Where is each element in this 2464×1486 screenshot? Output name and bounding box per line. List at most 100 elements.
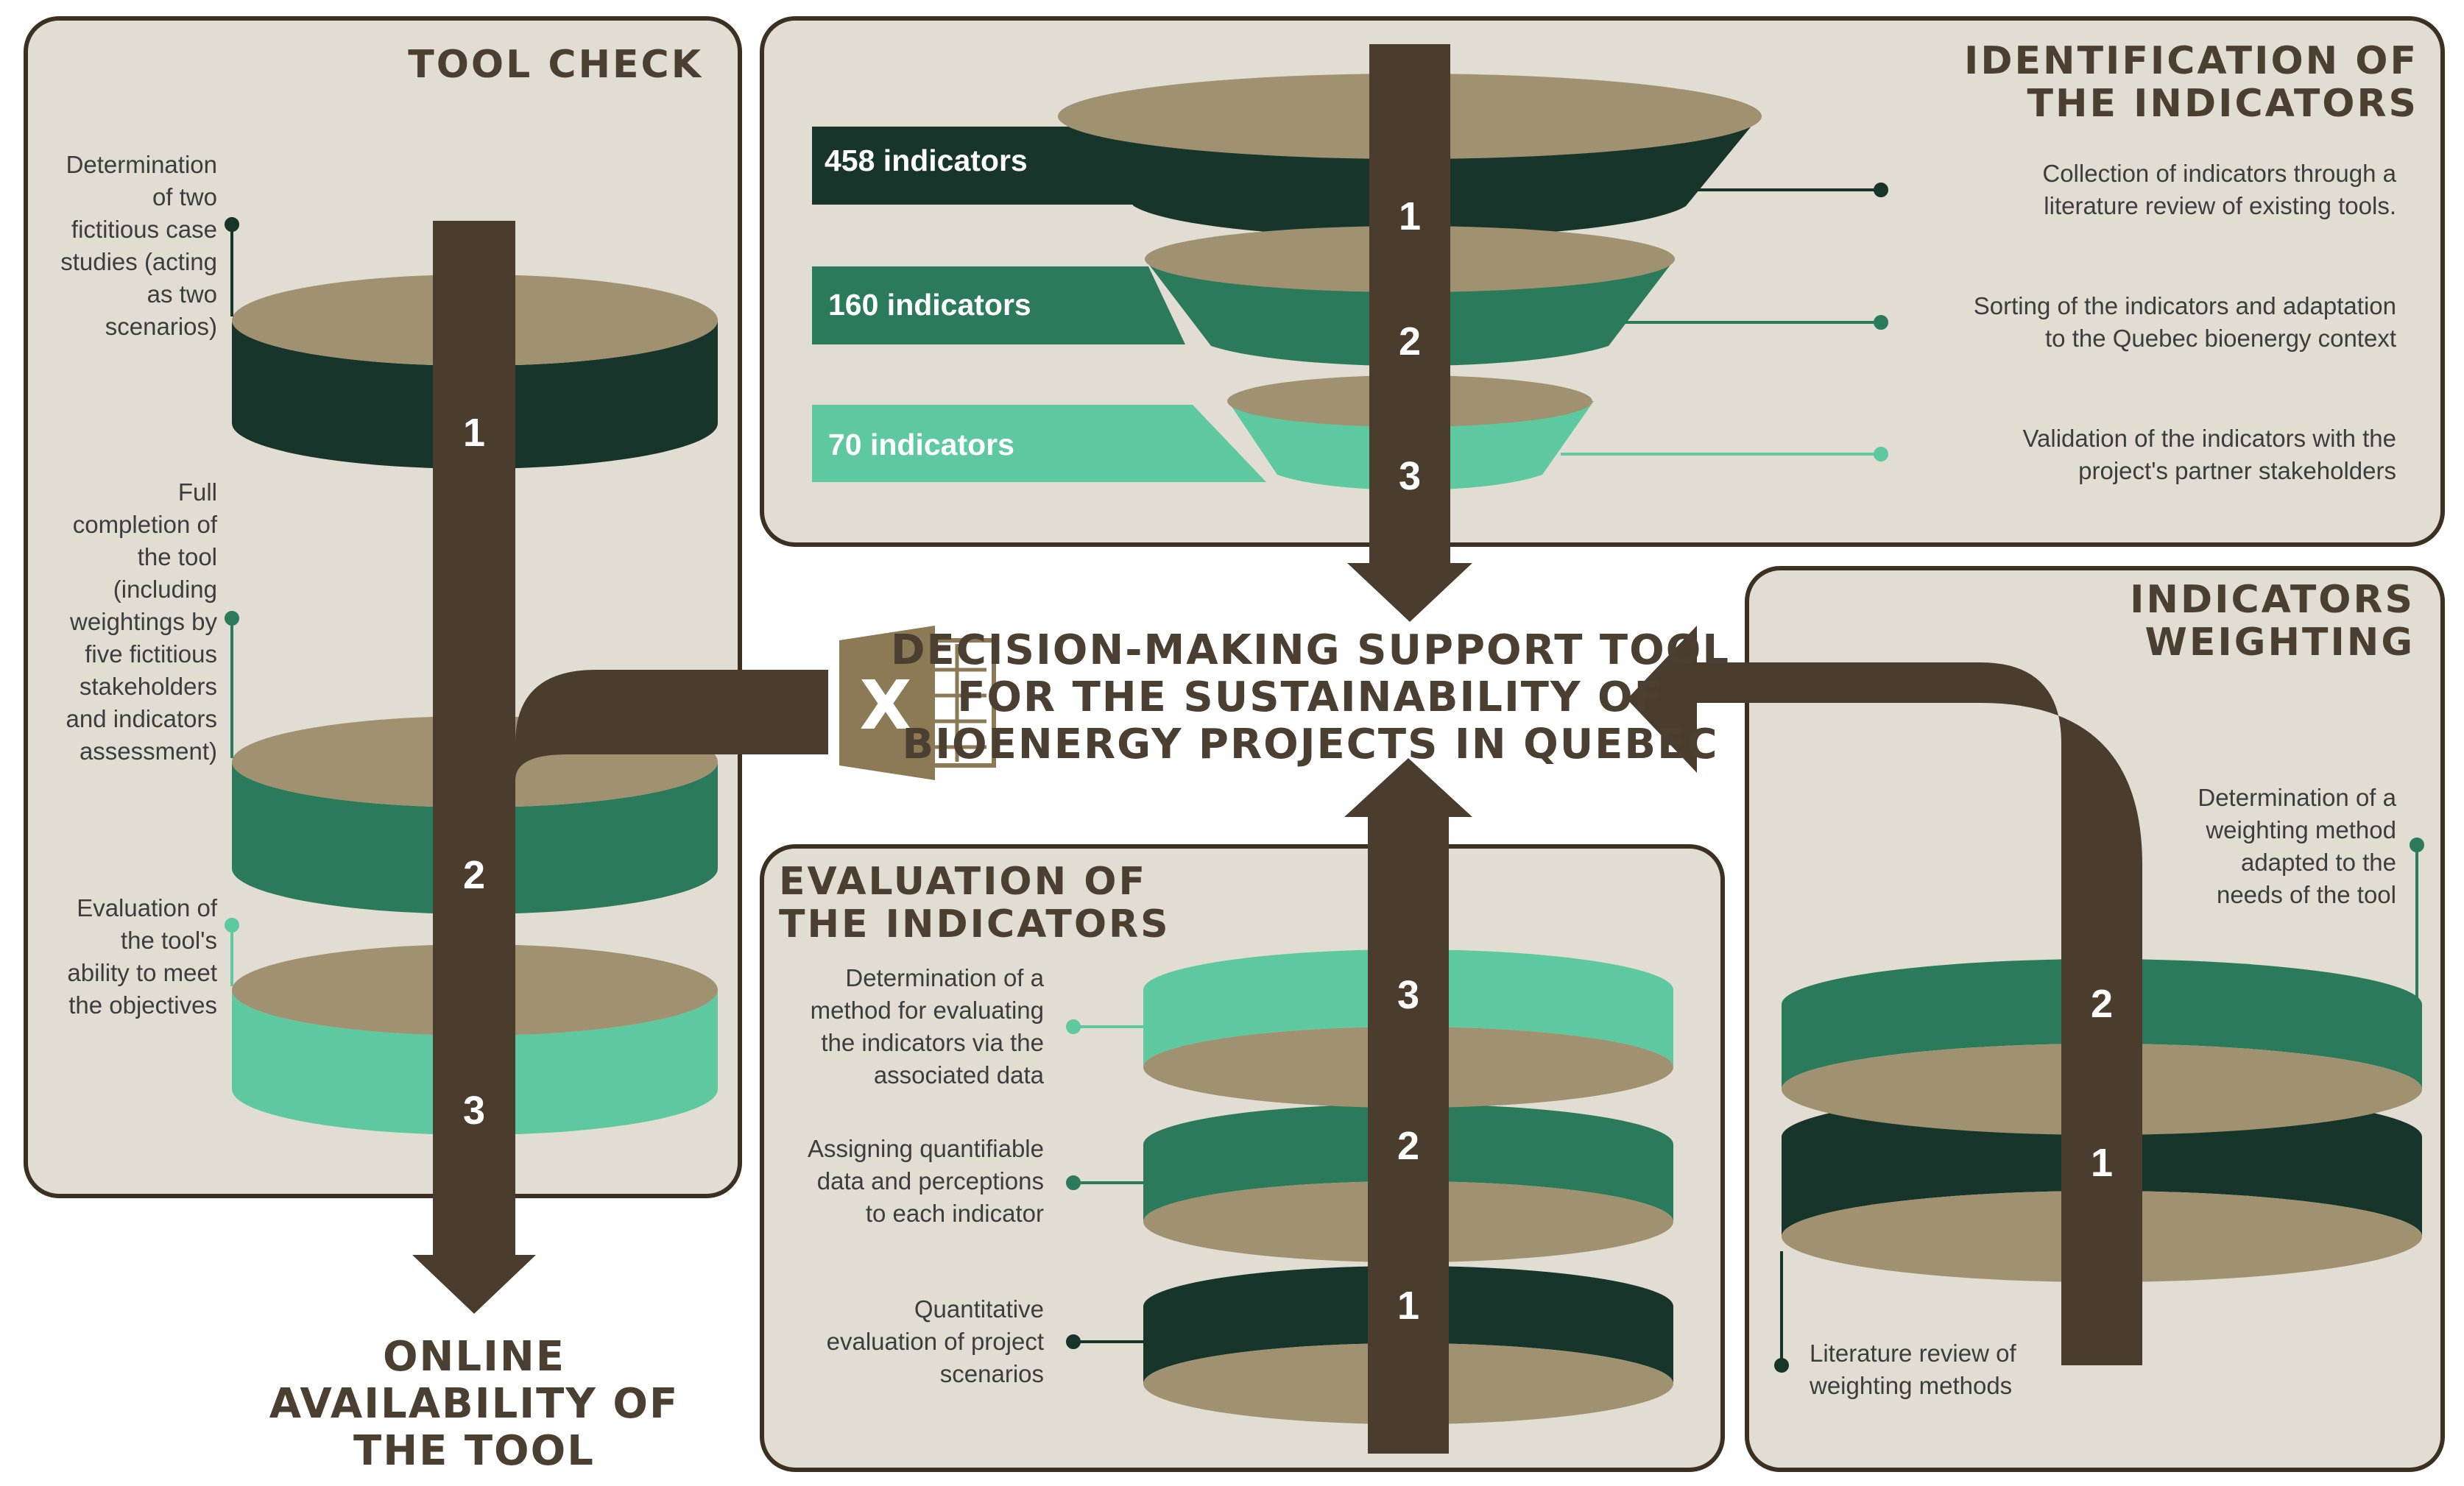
evaluation-step-1-number: 1 — [1397, 1284, 1419, 1328]
text-line: assessment) — [80, 737, 217, 765]
text-line: Determination of a — [2198, 784, 2396, 811]
text-line: Validation of the indicators with the — [2022, 425, 2396, 452]
text-line: data and perceptions — [817, 1167, 1044, 1195]
weighting-step-2-number: 2 — [2091, 982, 2113, 1026]
text-line: associated data — [874, 1061, 1045, 1089]
text-line: five fictitious — [85, 640, 217, 668]
text-line: Collection of indicators through a — [2042, 160, 2396, 187]
text-line: adapted to the — [2241, 849, 2396, 876]
identification-shaft-arrow — [1347, 44, 1472, 622]
text-line: as two — [147, 280, 217, 308]
identification-step-1-number: 1 — [1399, 194, 1421, 238]
text-line: WEIGHTING — [2145, 620, 2415, 665]
text-line: DECISION-MAKING SUPPORT TOOL — [891, 626, 1730, 674]
text-line: INDICATORS — [2130, 578, 2415, 622]
text-line: the tool — [138, 543, 217, 570]
weighting-leader-2 — [2410, 838, 2424, 1045]
tool-check-shaft-arrow — [412, 221, 536, 1314]
text-line: the objectives — [68, 991, 217, 1019]
tool-check-step-1-number: 1 — [463, 411, 485, 455]
badge-2-text: 160 indicators — [828, 288, 1031, 322]
badge-3-text: 70 indicators — [828, 428, 1014, 461]
evaluation-step-2-number: 2 — [1397, 1124, 1419, 1168]
text-line: to the Quebec bioenergy context — [2045, 325, 2396, 352]
text-line: Literature review of — [1810, 1340, 2016, 1367]
text-line: BIOENERGY PROJECTS IN QUEBEC — [903, 721, 1719, 768]
text-line: scenarios — [940, 1360, 1044, 1387]
text-line: Full — [178, 478, 217, 506]
identification-step-1-text: Collection of indicators through a litera… — [2042, 160, 2396, 219]
text-line: THE INDICATORS — [779, 902, 1171, 947]
text-line: to each indicator — [866, 1200, 1044, 1227]
text-line: FOR THE SUSTAINABILITY OF — [957, 673, 1664, 721]
text-line: stakeholders — [80, 673, 217, 700]
identification-leader-1 — [1686, 183, 1888, 197]
weighting-shaft-arrow — [1627, 626, 2142, 1365]
identification-leader-2 — [1612, 315, 1888, 330]
text-line: weightings by — [69, 608, 217, 635]
text-line: scenarios) — [105, 313, 217, 340]
evaluation-step-3-text: Determination of a method for evaluating t… — [811, 964, 1045, 1089]
tool-check-step-2-text: Full completion of the tool (including weigh… — [66, 478, 218, 765]
evaluation-step-3-number: 3 — [1397, 973, 1419, 1017]
text-line: the indicators via the — [821, 1029, 1044, 1056]
weighting-leader-1 — [1774, 1251, 1789, 1373]
text-line: Determination — [66, 151, 217, 178]
indicator-badge-1: 458 indicators — [812, 127, 1134, 205]
identification-step-3-number: 3 — [1399, 454, 1421, 498]
tool-check-feed-connector — [515, 670, 828, 780]
text-line: evaluation of project — [827, 1328, 1044, 1355]
text-line: project's partner stakeholders — [2078, 457, 2396, 484]
text-line: EVALUATION OF — [779, 860, 1147, 904]
evaluation-leader-1 — [1066, 1334, 1143, 1349]
tool-check-leader-2 — [225, 611, 239, 758]
text-line: Sorting of the indicators and adaptation — [1974, 292, 2396, 319]
text-line: IDENTIFICATION OF — [1964, 39, 2418, 83]
evaluation-leader-2 — [1066, 1175, 1143, 1190]
text-line: fictitious case — [71, 216, 217, 243]
tool-check-step-3-number: 3 — [463, 1089, 485, 1133]
text-line: Assigning quantifiable — [808, 1135, 1044, 1162]
text-line: ability to meet — [67, 959, 217, 986]
text-line: the tool's — [121, 927, 217, 954]
text-line: of two — [152, 183, 217, 210]
text-line: and indicators — [66, 705, 217, 732]
text-line: needs of the tool — [2217, 881, 2396, 908]
text-line: literature review of existing tools. — [2044, 192, 2396, 219]
evaluation-step-2-text: Assigning quantifiable data and perceptio… — [808, 1135, 1044, 1227]
text-line: studies (acting — [60, 248, 217, 275]
text-line: ONLINE — [383, 1333, 565, 1381]
tool-check-step-1-text: Determination of two fictitious case studie… — [60, 151, 217, 340]
identification-step-3-text: Validation of the indicators with the pro… — [2022, 425, 2396, 484]
text-line: AVAILABILITY OF — [269, 1380, 679, 1428]
text-line: THE TOOL — [353, 1427, 595, 1475]
text-line: completion of — [73, 511, 218, 538]
tool-check-step-3-text: Evaluation of the tool's ability to meet th… — [67, 894, 217, 1019]
weighting-step-1-number: 1 — [2091, 1141, 2113, 1185]
text-line: method for evaluating — [811, 997, 1044, 1024]
text-line: (including — [113, 576, 217, 603]
identification-step-2-number: 2 — [1399, 319, 1421, 364]
evaluation-shaft-arrow — [1344, 758, 1472, 1454]
excel-icon: X — [839, 626, 996, 780]
tool-check-leader-1 — [225, 217, 239, 316]
tool-check-step-2-number: 2 — [463, 853, 485, 897]
indicator-badge-3: 70 indicators — [812, 405, 1266, 482]
badge-1-text: 458 indicators — [825, 144, 1028, 177]
tool-check-section: TOOL CHECK 1 2 3 Determination of two fict… — [60, 43, 718, 1314]
text-line: Quantitative — [914, 1295, 1044, 1323]
text-line: Determination of a — [845, 964, 1044, 991]
text-line: THE INDICATORS — [2027, 82, 2418, 126]
text-line: Evaluation of — [77, 894, 218, 921]
tool-check-title: TOOL CHECK — [408, 43, 703, 87]
